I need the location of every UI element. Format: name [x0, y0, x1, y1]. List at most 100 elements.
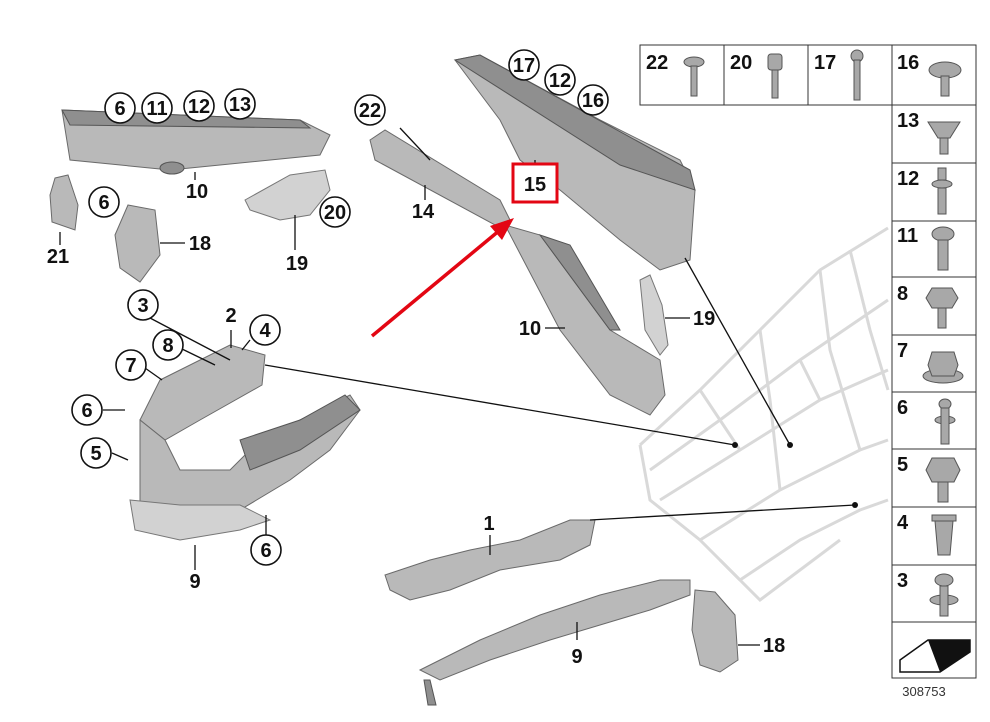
- svg-text:22: 22: [359, 100, 381, 122]
- svg-text:21: 21: [47, 246, 69, 268]
- orientation-arrow-icon: [899, 639, 971, 673]
- svg-text:19: 19: [286, 253, 308, 275]
- callout-12-top[interactable]: 12: [183, 90, 215, 122]
- callout-2[interactable]: 2: [225, 305, 236, 327]
- fastener-cell-8[interactable]: 8: [897, 283, 959, 329]
- svg-text:14: 14: [412, 201, 435, 223]
- callout-labels: 6 11 12 13 10 6 21 18 20 19 22 14 17 12 …: [47, 49, 785, 668]
- svg-text:13: 13: [229, 94, 251, 116]
- svg-text:20: 20: [730, 52, 752, 74]
- fastener-table: 22 20 17 16 13: [639, 44, 977, 679]
- callout-18-top[interactable]: 18: [189, 233, 211, 255]
- svg-text:10: 10: [186, 181, 208, 203]
- svg-text:18: 18: [189, 233, 211, 255]
- callout-11[interactable]: 11: [141, 92, 173, 124]
- svg-text:13: 13: [897, 110, 919, 132]
- svg-text:18: 18: [763, 635, 785, 657]
- callout-17-top[interactable]: 17: [508, 49, 540, 81]
- svg-text:17: 17: [513, 55, 535, 77]
- callout-21[interactable]: 21: [47, 246, 69, 268]
- svg-text:3: 3: [137, 295, 148, 317]
- svg-text:5: 5: [897, 454, 908, 476]
- highlight-arrow: [370, 218, 514, 338]
- part-19-plate: [244, 169, 331, 221]
- svg-text:3: 3: [897, 570, 908, 592]
- callout-22[interactable]: 22: [354, 94, 386, 126]
- svg-text:5: 5: [90, 443, 101, 465]
- fastener-cell-11[interactable]: 11: [897, 225, 955, 271]
- part-1-bracket: [384, 519, 596, 601]
- callout-6-bottom[interactable]: 6: [250, 534, 282, 566]
- svg-text:15: 15: [524, 174, 546, 196]
- svg-text:6: 6: [98, 192, 109, 214]
- leader-lines: [59, 127, 858, 646]
- svg-text:7: 7: [125, 355, 136, 377]
- part-14-strut: [369, 129, 511, 226]
- fastener-cell-7[interactable]: 7: [897, 340, 964, 384]
- part-19-side-bracket: [639, 274, 669, 356]
- svg-text:11: 11: [146, 98, 167, 120]
- callout-3[interactable]: 3: [127, 289, 159, 321]
- callout-10-top[interactable]: 10: [186, 181, 208, 203]
- callout-18-bottom[interactable]: 18: [763, 635, 785, 657]
- svg-text:12: 12: [549, 70, 571, 92]
- fastener-cell-5[interactable]: 5: [897, 454, 961, 503]
- diagram-id: 308753: [902, 684, 945, 699]
- fastener-cell-17[interactable]: 17: [814, 49, 864, 101]
- callout-12-mid[interactable]: 12: [544, 64, 576, 96]
- svg-text:10: 10: [519, 318, 541, 340]
- svg-text:9: 9: [189, 571, 200, 593]
- callout-8[interactable]: 8: [152, 329, 184, 361]
- vehicle-body-shell: [638, 226, 890, 602]
- svg-text:16: 16: [897, 52, 919, 74]
- callout-20[interactable]: 20: [319, 196, 351, 228]
- svg-text:6: 6: [114, 98, 125, 120]
- callout-13[interactable]: 13: [224, 88, 256, 120]
- svg-text:9: 9: [571, 646, 582, 668]
- callout-5[interactable]: 5: [80, 437, 112, 469]
- fastener-cell-20[interactable]: 20: [730, 52, 783, 99]
- fastener-cell-22[interactable]: 22: [646, 52, 705, 97]
- part-18-lower-bracket: [691, 589, 739, 673]
- svg-text:4: 4: [259, 320, 271, 342]
- callout-14[interactable]: 14: [412, 201, 435, 223]
- fastener-cell-6[interactable]: 6: [897, 397, 956, 445]
- callout-9-bottom[interactable]: 9: [571, 646, 582, 668]
- svg-text:6: 6: [897, 397, 908, 419]
- part-18-upper-bracket: [114, 204, 161, 283]
- fastener-cell-16[interactable]: 16: [897, 52, 962, 97]
- svg-text:6: 6: [260, 540, 271, 562]
- svg-text:20: 20: [324, 202, 346, 224]
- svg-text:12: 12: [897, 168, 919, 190]
- fastener-cell-3[interactable]: 3: [897, 570, 959, 617]
- part-15-cowl-panel: [453, 54, 696, 271]
- callout-16-top[interactable]: 16: [577, 84, 609, 116]
- svg-text:12: 12: [188, 96, 210, 118]
- part-21-bracket: [49, 174, 79, 231]
- svg-text:2: 2: [225, 305, 236, 327]
- part-2-support-frame: [129, 344, 361, 541]
- svg-text:11: 11: [897, 225, 918, 247]
- callout-6-mid[interactable]: 6: [71, 394, 103, 426]
- svg-text:8: 8: [162, 335, 173, 357]
- callout-6-left[interactable]: 6: [88, 186, 120, 218]
- callout-1[interactable]: 1: [483, 513, 494, 535]
- svg-text:6: 6: [81, 400, 92, 422]
- fastener-cell-4[interactable]: 4: [897, 512, 957, 556]
- callout-19-mid[interactable]: 19: [693, 308, 715, 330]
- part-9-lower-rail: [418, 579, 691, 706]
- svg-text:22: 22: [646, 52, 668, 74]
- callout-10-mid[interactable]: 10: [519, 318, 541, 340]
- fastener-cell-12[interactable]: 12: [897, 167, 953, 215]
- svg-text:1: 1: [483, 513, 494, 535]
- fastener-cell-13[interactable]: 13: [897, 110, 961, 155]
- svg-text:16: 16: [582, 90, 604, 112]
- callout-6-top[interactable]: 6: [104, 92, 136, 124]
- callout-19-top[interactable]: 19: [286, 253, 308, 275]
- callout-4-top[interactable]: 4: [249, 314, 281, 346]
- callout-9-left[interactable]: 9: [189, 571, 200, 593]
- svg-text:4: 4: [897, 512, 909, 534]
- callout-15-highlighted[interactable]: 15: [511, 162, 559, 204]
- callout-7[interactable]: 7: [115, 349, 147, 381]
